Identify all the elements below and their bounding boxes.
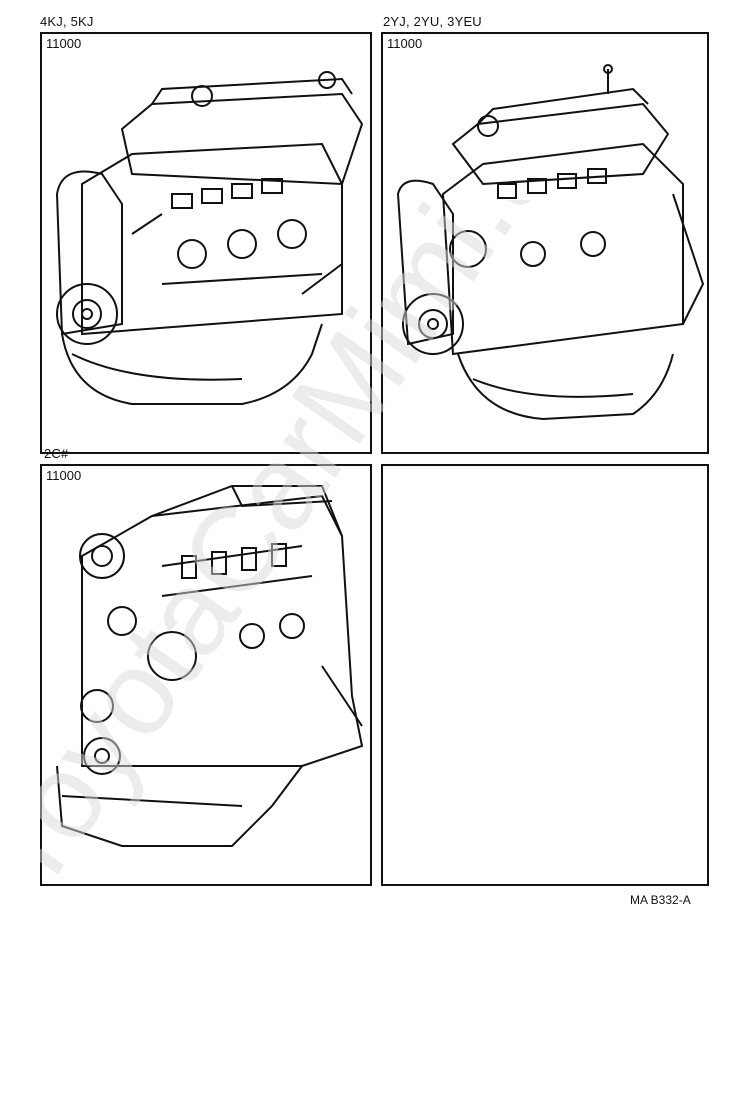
panel-3: 11000 xyxy=(40,464,372,886)
panel-4-empty xyxy=(381,464,709,886)
figure-code: MA B332-A xyxy=(630,893,691,907)
panel-2-part-number: 11000 xyxy=(387,36,423,51)
panel-3-heading: 2C# xyxy=(44,446,69,461)
panel-2: 11000 xyxy=(381,32,709,454)
panel-1-heading: 4KJ, 5KJ xyxy=(40,14,94,29)
engine-drawing-2c xyxy=(56,485,364,847)
panel-1-part-number: 11000 xyxy=(46,36,82,51)
panel-1: 11000 xyxy=(40,32,372,454)
panel-2-heading: 2YJ, 2YU, 3YEU xyxy=(383,14,482,29)
engine-drawing-4kj xyxy=(55,71,364,405)
panel-3-part-number: 11000 xyxy=(46,468,82,483)
engine-drawing-2yj xyxy=(396,64,705,421)
